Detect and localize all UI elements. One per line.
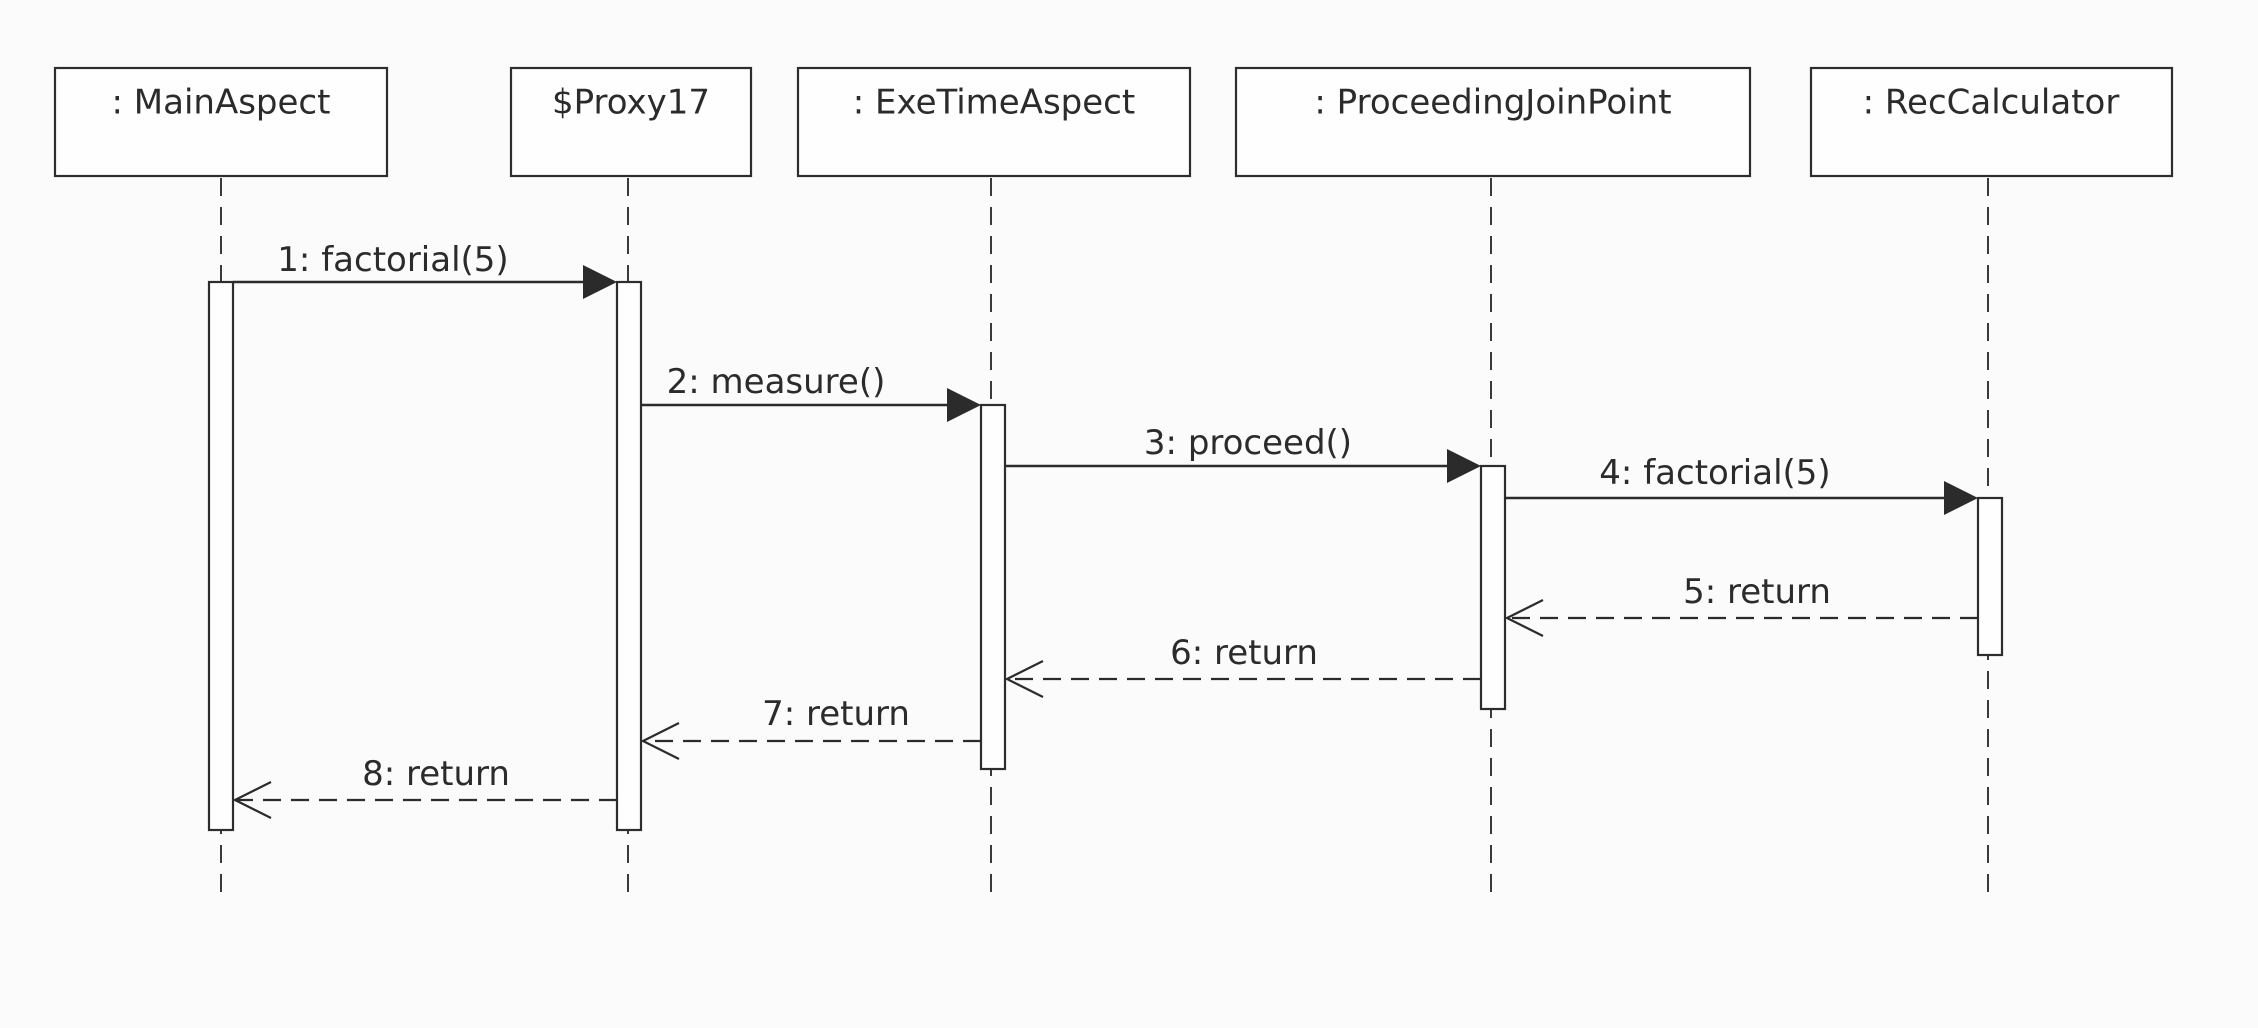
message-label: 4: factorial(5) (1599, 453, 1830, 493)
message-label: 1: factorial(5) (277, 240, 508, 280)
participant-box (796, 66, 1192, 178)
participant-label: : ExeTimeAspect (853, 83, 1135, 123)
message-label: 5: return (1683, 572, 1831, 612)
participant-box (1809, 66, 2174, 178)
participant-box (53, 66, 389, 178)
open-arrowhead-icon (1504, 599, 1544, 637)
open-arrowhead-icon (1004, 660, 1044, 698)
filled-arrowhead-icon (1944, 481, 1978, 515)
message-4-factorial: 4: factorial(5) (1505, 453, 1978, 515)
participant-label: : RecCalculator (1863, 83, 2120, 123)
participant-main-aspect: : MainAspect (53, 66, 389, 178)
open-arrowhead-icon (640, 722, 680, 760)
message-8-return: 8: return (232, 754, 617, 819)
message-label: 8: return (362, 754, 510, 794)
filled-arrowhead-icon (583, 265, 617, 299)
message-label: 3: proceed() (1144, 423, 1352, 463)
message-label: 2: measure() (667, 362, 886, 402)
message-5-return: 5: return (1504, 572, 1978, 637)
filled-arrowhead-icon (1447, 449, 1481, 483)
activation-main-aspect (207, 280, 235, 832)
message-1-factorial: 1: factorial(5) (233, 240, 617, 299)
participant-label: $Proxy17 (552, 83, 710, 123)
activation-exe-time-aspect (979, 403, 1007, 771)
open-arrowhead-icon (232, 781, 272, 819)
participant-box (509, 66, 753, 178)
participant-label: : ProceedingJoinPoint (1314, 83, 1671, 123)
participant-box (1234, 66, 1752, 178)
filled-arrowhead-icon (947, 388, 981, 422)
participant-label: : MainAspect (112, 83, 331, 123)
message-7-return: 7: return (640, 694, 981, 760)
message-2-measure: 2: measure() (641, 362, 981, 422)
activation-proxy17 (615, 280, 643, 832)
message-6-return: 6: return (1004, 633, 1481, 698)
message-label: 6: return (1170, 633, 1318, 673)
participant-exe-time-aspect: : ExeTimeAspect (796, 66, 1192, 178)
participant-proxy17: $Proxy17 (509, 66, 753, 178)
message-label: 7: return (762, 694, 910, 734)
activation-proceeding-join-point (1479, 464, 1507, 711)
participant-rec-calculator: : RecCalculator (1809, 66, 2174, 178)
message-3-proceed: 3: proceed() (1005, 423, 1481, 483)
activation-rec-calculator (1976, 496, 2004, 657)
participant-proceeding-join-point: : ProceedingJoinPoint (1234, 66, 1752, 178)
